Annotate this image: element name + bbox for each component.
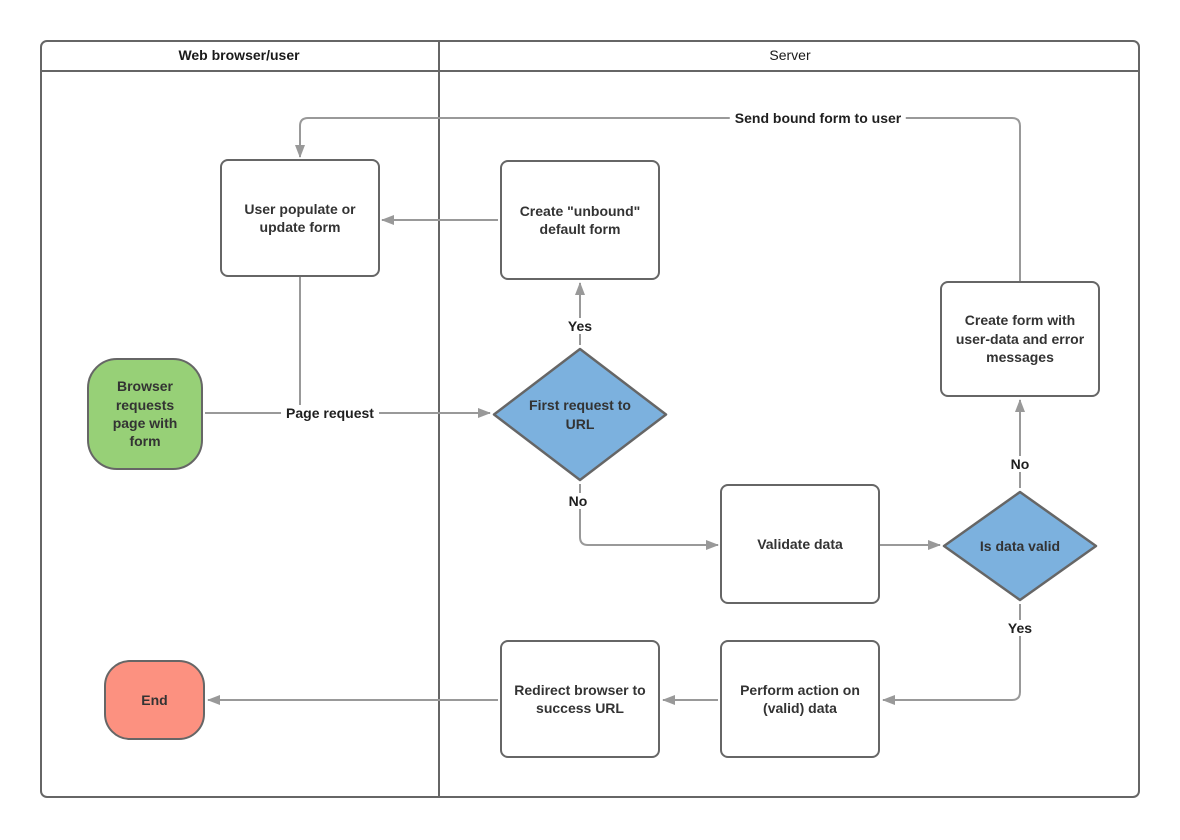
node-start-label: Browser requests page with form bbox=[112, 378, 178, 450]
node-end: End bbox=[104, 660, 205, 740]
diamond-shape bbox=[942, 490, 1098, 602]
node-is-data-valid-decision: Is data valid bbox=[942, 490, 1098, 602]
node-user-populate: User populate or update form bbox=[220, 159, 380, 277]
lane-title-separator bbox=[40, 70, 1140, 72]
edge-label-first-yes: Yes bbox=[562, 318, 598, 334]
edge-label-page-request: Page request bbox=[281, 405, 379, 421]
node-create-form-errors: Create form with user-data and error mes… bbox=[940, 281, 1100, 397]
lane-divider bbox=[438, 40, 440, 798]
node-first-request-decision: First request to URL bbox=[492, 347, 668, 482]
edge-label-send-bound-form: Send bound form to user bbox=[729, 110, 907, 126]
edge-label-first-no: No bbox=[563, 493, 593, 509]
node-create-unbound: Create "unbound" default form bbox=[500, 160, 660, 280]
node-is-data-valid-label: Is data valid bbox=[979, 537, 1061, 554]
edge-label-valid-no: No bbox=[1005, 456, 1035, 472]
node-create-form-errors-label: Create form with user-data and error mes… bbox=[955, 312, 1085, 366]
node-perform-action-label: Perform action on (valid) data bbox=[740, 681, 860, 716]
edge-label-valid-yes: Yes bbox=[1002, 620, 1038, 636]
node-validate-data: Validate data bbox=[720, 484, 880, 604]
node-start-browser-requests: Browser requests page with form bbox=[87, 358, 203, 470]
node-perform-action: Perform action on (valid) data bbox=[720, 640, 880, 758]
node-end-label: End bbox=[141, 691, 168, 708]
node-redirect-browser-label: Redirect browser to success URL bbox=[514, 681, 646, 716]
node-validate-data-label: Validate data bbox=[757, 535, 843, 552]
diamond-shape bbox=[492, 347, 668, 482]
node-create-unbound-label: Create "unbound" default form bbox=[519, 202, 641, 237]
node-redirect-browser: Redirect browser to success URL bbox=[500, 640, 660, 758]
node-first-request-label: First request to URL bbox=[529, 397, 631, 432]
lane-title-server: Server bbox=[769, 47, 811, 63]
lane-title-web-browser: Web browser/user bbox=[178, 47, 300, 63]
node-user-populate-label: User populate or update form bbox=[244, 200, 356, 235]
